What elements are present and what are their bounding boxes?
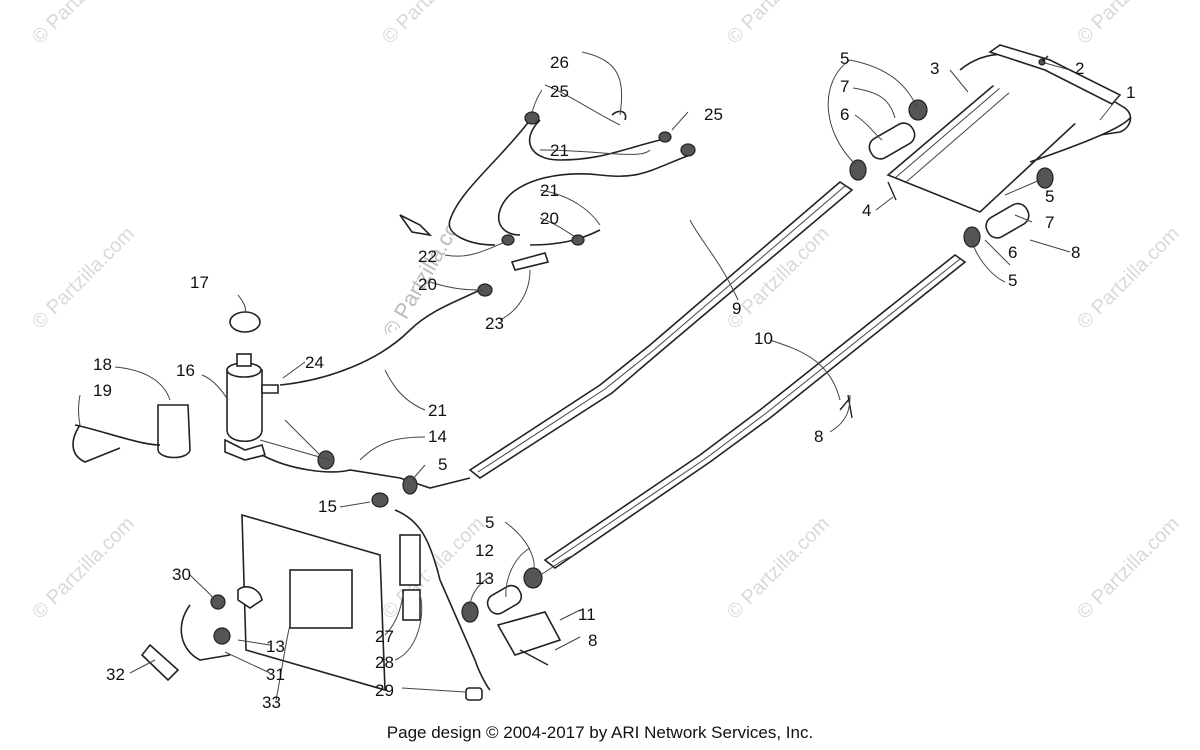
callout-17: 17	[190, 273, 209, 292]
watermark: © Partzilla.com	[28, 223, 139, 334]
radiator-plate	[140, 513, 421, 692]
callout-5: 5	[1008, 271, 1017, 290]
callout-4: 4	[862, 201, 871, 220]
callout-8: 8	[814, 427, 823, 446]
callout-20: 20	[540, 209, 559, 228]
callout-23: 23	[485, 314, 504, 333]
rear-heat-exchanger	[886, 44, 1132, 213]
reservoir-bracket	[72, 404, 191, 463]
callout-12: 12	[475, 541, 494, 560]
callout-21: 21	[428, 401, 447, 420]
heat-exchanger-rails	[468, 180, 967, 569]
callout-26: 26	[550, 53, 569, 72]
callout-7: 7	[1045, 213, 1054, 232]
callout-10: 10	[754, 329, 773, 348]
watermark: © Partzilla.com	[1073, 513, 1184, 624]
callout-21: 21	[540, 181, 559, 200]
callout-31: 31	[266, 665, 285, 684]
callout-8: 8	[588, 631, 597, 650]
callout-11: 11	[578, 605, 596, 624]
callout-19: 19	[93, 381, 112, 400]
upper-connector-hoses	[849, 99, 1131, 248]
callout-labels: 1 2 3 4 5 7 6 5 7 8 6 5 9 10 8 11 8 5 12…	[93, 49, 1135, 712]
callout-29: 29	[375, 681, 394, 700]
watermark: © Partzilla.com	[723, 513, 834, 624]
callout-5: 5	[485, 513, 494, 532]
callout-33: 33	[262, 693, 281, 712]
callout-5: 5	[438, 455, 447, 474]
callout-15: 15	[318, 497, 337, 516]
callout-32: 32	[106, 665, 125, 684]
callout-25: 25	[550, 82, 569, 101]
lower-connector	[461, 567, 562, 666]
callout-21: 21	[550, 141, 569, 160]
callout-22: 22	[418, 247, 437, 266]
callout-5: 5	[1045, 187, 1054, 206]
leader-lines	[78, 51, 1121, 701]
callout-6: 6	[840, 105, 849, 124]
callout-6: 6	[1008, 243, 1017, 262]
callout-7: 7	[840, 77, 849, 96]
overflow-hoses	[279, 110, 696, 386]
callout-20: 20	[418, 275, 437, 294]
watermark: © Partzilla.com	[378, 0, 489, 49]
watermark: © Partzilla.com	[28, 0, 139, 49]
watermark: © Partzilla.com	[1073, 0, 1184, 49]
callout-27: 27	[375, 627, 394, 646]
callout-14: 14	[428, 427, 447, 446]
callout-30: 30	[172, 565, 191, 584]
callout-5: 5	[840, 49, 849, 68]
callout-13: 13	[266, 637, 285, 656]
callout-9: 9	[732, 299, 741, 318]
callout-8: 8	[1071, 243, 1080, 262]
coolant-bottle	[224, 311, 279, 461]
watermark: © Partzilla.com	[28, 513, 139, 624]
callout-2: 2	[1075, 59, 1084, 78]
footer-credit: Page design © 2004-2017 by ARI Network S…	[387, 723, 813, 742]
watermark: © Partzilla.com	[1073, 223, 1184, 334]
callout-18: 18	[93, 355, 112, 374]
callout-16: 16	[176, 361, 195, 380]
watermark: © Partzilla.com	[723, 0, 834, 49]
callout-13: 13	[475, 569, 494, 588]
callout-28: 28	[375, 653, 394, 672]
callout-1: 1	[1126, 83, 1135, 102]
callout-24: 24	[305, 353, 324, 372]
callout-3: 3	[930, 59, 939, 78]
callout-25: 25	[704, 105, 723, 124]
